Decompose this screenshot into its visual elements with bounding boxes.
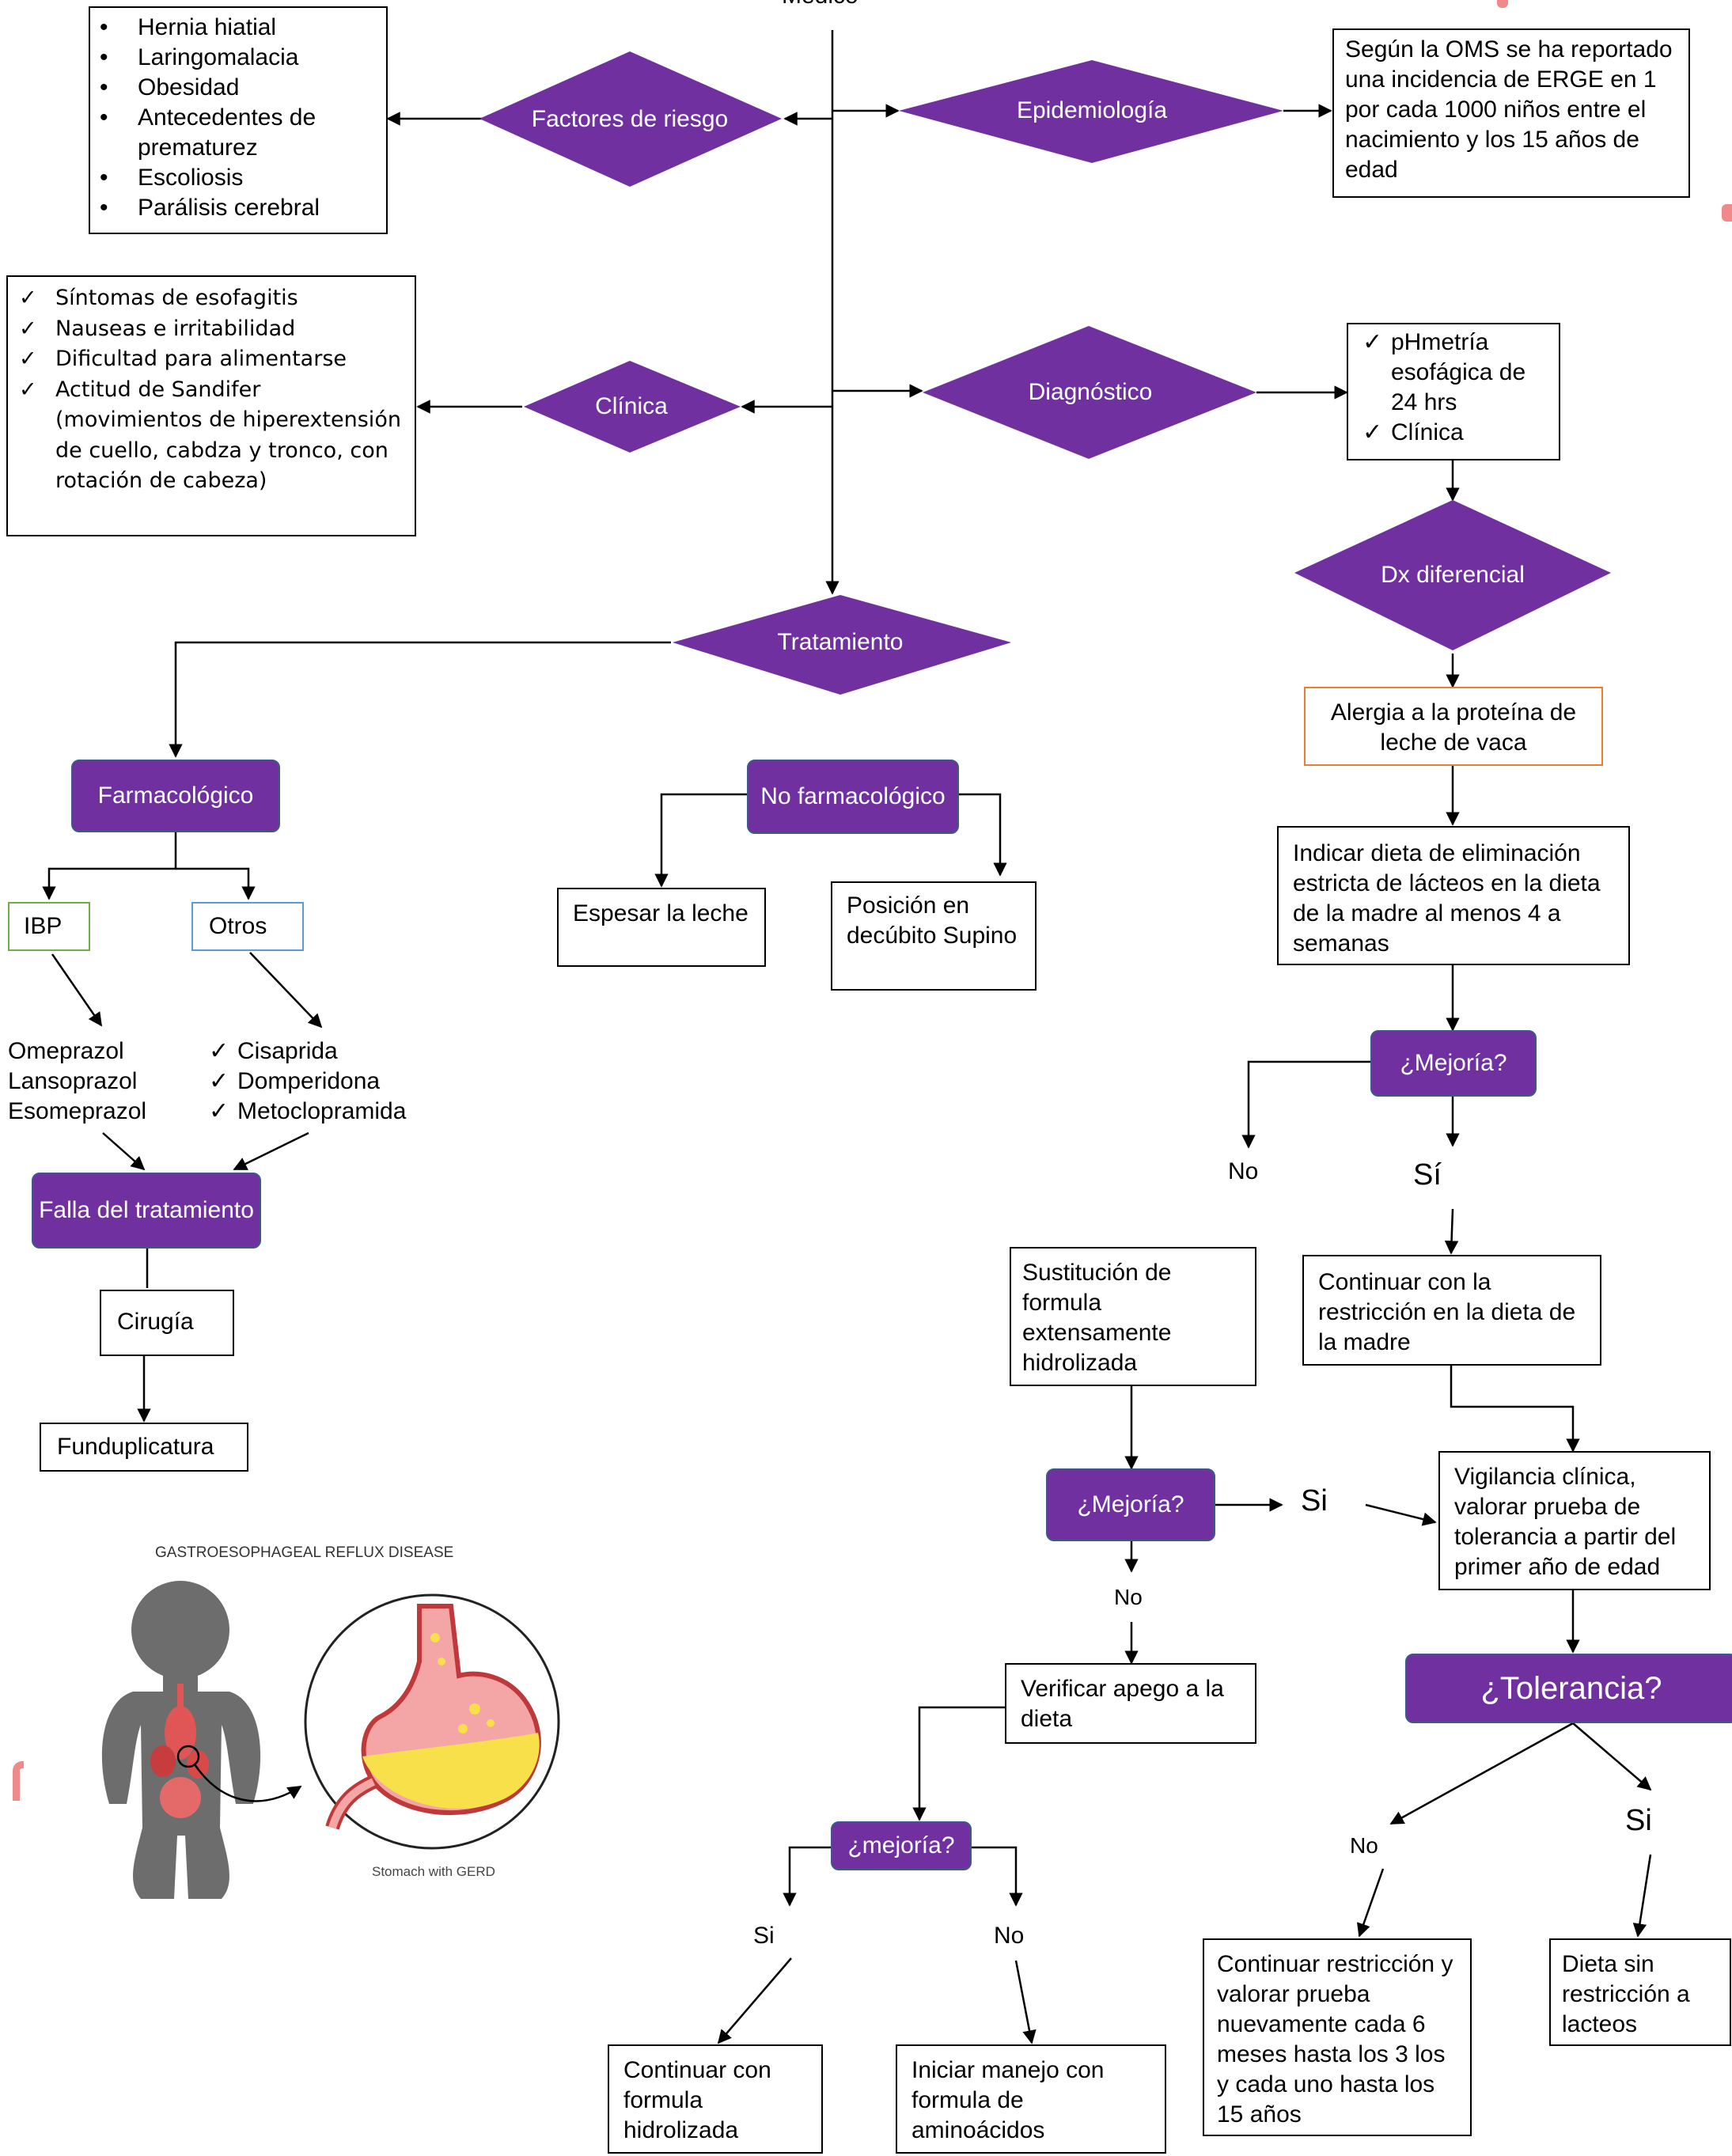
top-label: Médico: [782, 0, 858, 11]
tolerancia-pill: ¿Tolerancia?: [1405, 1654, 1732, 1723]
tratamiento-diamond: [673, 595, 1011, 695]
otros-box: Otros: [191, 902, 304, 951]
posicion-box: Posición en decúbito Supino: [831, 881, 1037, 991]
diagnostico-list-box: pHmetría esofágica de 24 hrs Clínica: [1347, 323, 1560, 460]
diagnostico-item: pHmetría esofágica de 24 hrs: [1362, 328, 1551, 418]
mejoria-2-pill: ¿Mejoría?: [1046, 1468, 1215, 1541]
no-1-label: No: [1228, 1158, 1259, 1184]
falla-pill: Falla del tratamiento: [32, 1173, 261, 1249]
factor-item: Antecedentes de prematurez: [90, 103, 386, 163]
ibp-item: Esomeprazol: [8, 1098, 147, 1124]
epidemiologia-label: Epidemiología: [1016, 97, 1168, 123]
cirugia-box: Cirugía: [100, 1290, 234, 1356]
diagnostico-item: Clínica: [1362, 418, 1551, 448]
clinica-item: Dificultad para alimentarse: [8, 344, 408, 375]
decorative-mark: [13, 1761, 24, 1801]
sustitucion-box: Sustitución de formula extensamente hidr…: [1010, 1247, 1256, 1386]
alergia-box: Alergia a la proteína de leche de vaca: [1304, 687, 1603, 766]
mejoria-1-pill: ¿Mejoría?: [1370, 1030, 1537, 1097]
stomach-icon: [304, 1593, 560, 1850]
dx-diferencial-diamond: [1294, 500, 1611, 650]
iniciar-box: Iniciar manejo con formula de aminoácido…: [896, 2044, 1166, 2154]
farmacologico-pill: Farmacológico: [71, 760, 280, 832]
mejoria-3-pill: ¿mejoría?: [831, 1821, 972, 1870]
continuar-restriccion-box: Continuar con la restricción en la dieta…: [1302, 1255, 1601, 1366]
no-3-label: No: [1350, 1833, 1378, 1858]
epidemiologia-diamond: [899, 60, 1283, 163]
factores-list-box: Hernia hiatial Laringomalacia Obesidad A…: [89, 6, 388, 234]
otros-item: Cisaprida: [209, 1036, 406, 1067]
ibp-item: Lansoprazol: [8, 1068, 138, 1094]
clinica-diamond: [524, 361, 741, 453]
ibp-list: Omeprazol Lansoprazol Esomeprazol: [8, 1036, 146, 1127]
factores-diamond: [479, 51, 782, 187]
clinica-label: Clínica: [595, 393, 668, 419]
continuar-formula-box: Continuar con formula hidrolizada: [608, 2044, 823, 2154]
gerd-illustration: [101, 1581, 560, 1899]
factores-label: Factores de riesgo: [531, 106, 729, 132]
no-2-label: No: [1114, 1585, 1143, 1609]
factor-item: Obesidad: [90, 73, 386, 103]
ibp-box: IBP: [8, 902, 90, 951]
baby-silhouette-icon: [101, 1581, 261, 1899]
si-3-label: Si: [1625, 1804, 1652, 1837]
si-4-label: Si: [753, 1923, 775, 1949]
factor-item: Laringomalacia: [90, 43, 386, 73]
clinica-item: Actitud de Sandifer (movimientos de hipe…: [8, 375, 408, 497]
illustration-title: GASTROESOPHAGEAL REFLUX DISEASE: [155, 1544, 454, 1561]
ibp-item: Omeprazol: [8, 1038, 124, 1064]
tratamiento-label: Tratamiento: [777, 629, 904, 655]
si-1-label: Sí: [1413, 1158, 1442, 1192]
continuar-prueba-box: Continuar restricción y valorar prueba n…: [1203, 1938, 1472, 2136]
otros-item: Domperidona: [209, 1067, 406, 1097]
epidemiologia-text-box: Según la OMS se ha reportado una inciden…: [1332, 28, 1690, 198]
factor-item: Hernia hiatial: [90, 13, 386, 43]
illustration-caption: Stomach with GERD: [372, 1864, 495, 1879]
otros-list: Cisaprida Domperidona Metoclopramida: [209, 1036, 406, 1127]
diagnostico-diamond: [923, 326, 1256, 459]
espesar-box: Espesar la leche: [557, 888, 766, 967]
vigilancia-box: Vigilancia clínica, valorar prueba de to…: [1438, 1451, 1711, 1590]
dx-diferencial-label: Dx diferencial: [1381, 562, 1525, 588]
dieta-sin-box: Dieta sin restricción a lacteos: [1549, 1938, 1731, 2046]
no-farmacologico-pill: No farmacológico: [747, 760, 959, 834]
verificar-box: Verificar apego a la dieta: [1005, 1663, 1256, 1744]
funduplicatura-box: Funduplicatura: [40, 1423, 248, 1472]
factor-item: Parálisis cerebral: [90, 193, 386, 223]
no-4-label: No: [994, 1923, 1025, 1949]
decorative-mark: [1722, 204, 1732, 222]
si-2-label: Si: [1301, 1484, 1328, 1518]
factor-item: Escoliosis: [90, 163, 386, 193]
clinica-item: Síntomas de esofagitis: [8, 283, 408, 314]
diagnostico-label: Diagnóstico: [1028, 379, 1153, 405]
otros-item: Metoclopramida: [209, 1097, 406, 1127]
clinica-list-box: Síntomas de esofagitis Nauseas e irritab…: [6, 275, 416, 536]
clinica-item: Nauseas e irritabilidad: [8, 314, 408, 345]
decorative-mark: [1497, 0, 1508, 8]
dieta-box: Indicar dieta de eliminación estricta de…: [1277, 826, 1630, 965]
